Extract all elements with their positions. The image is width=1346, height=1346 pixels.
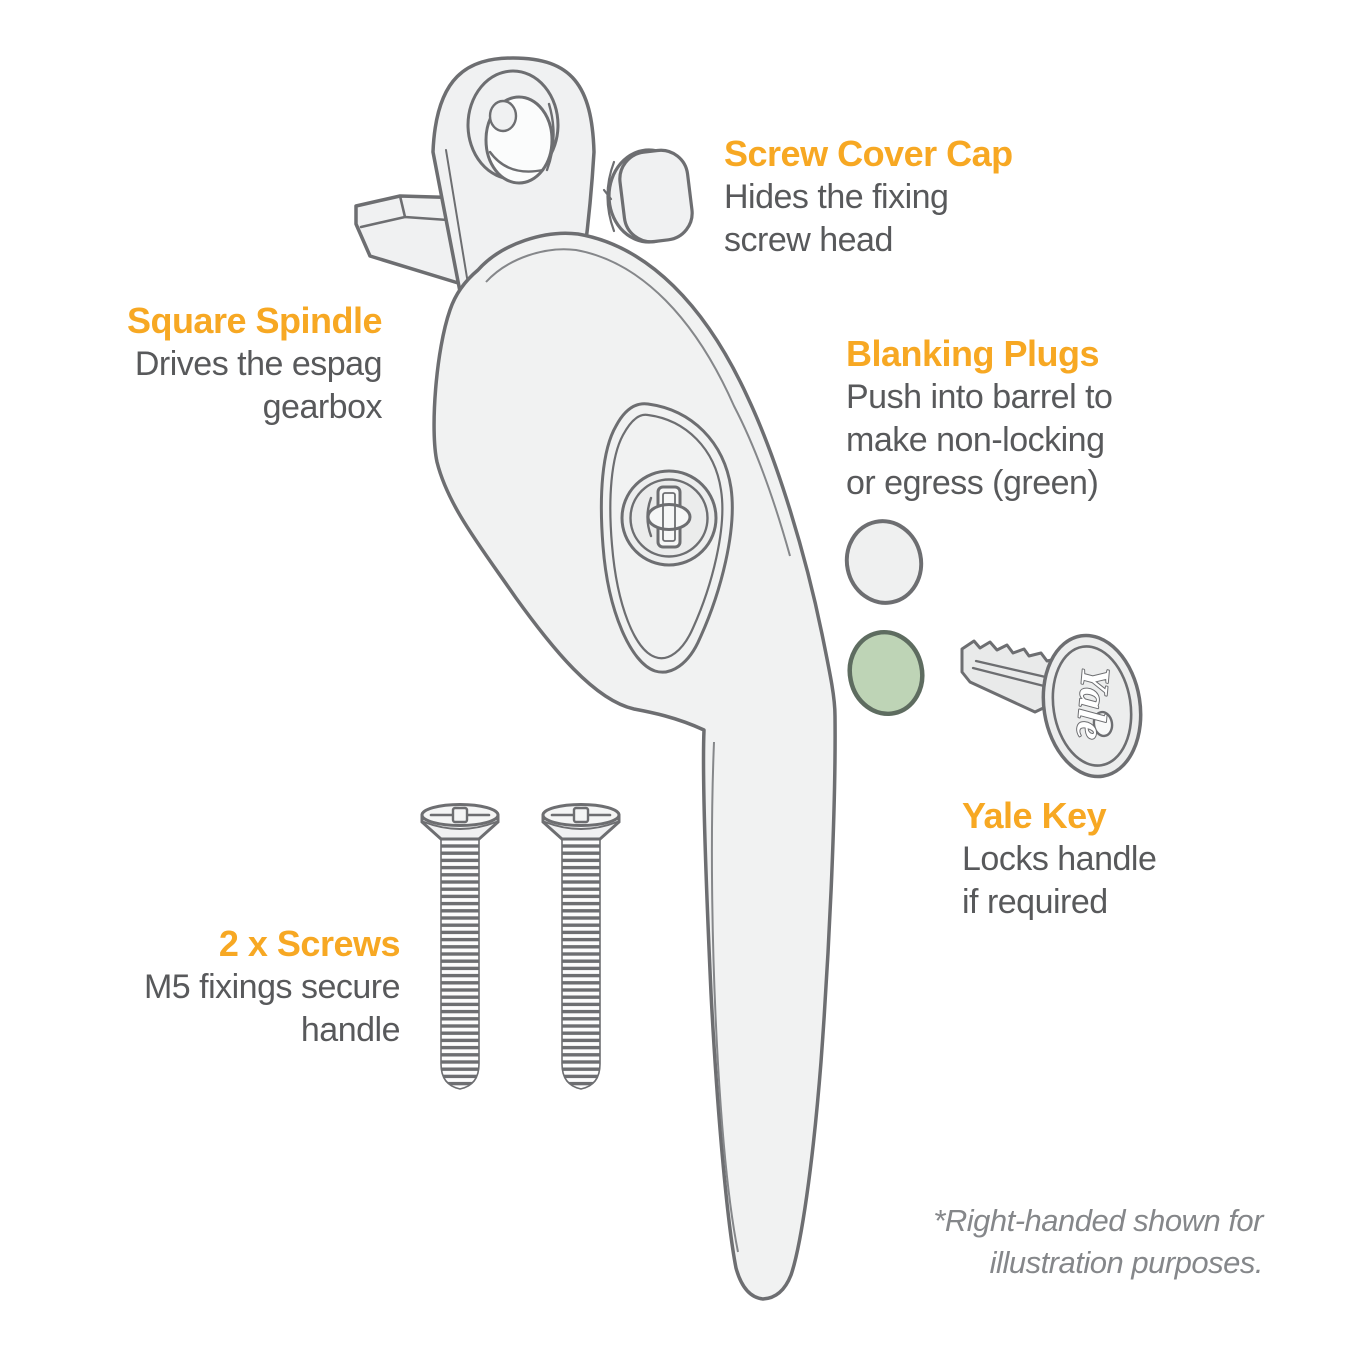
label-blanking-plugs-line: or egress (green) bbox=[846, 464, 1099, 502]
footnote-line: illustration purposes. bbox=[989, 1245, 1264, 1280]
screw-illustration-2 bbox=[541, 803, 621, 1090]
label-screw-cover-cap: Screw Cover Cap Hides the fixing screw h… bbox=[724, 131, 1013, 262]
handle-body bbox=[432, 231, 837, 1301]
footnote-line: *Right-handed shown for bbox=[933, 1203, 1263, 1238]
footnote: *Right-handed shown for illustration pur… bbox=[843, 1200, 1263, 1284]
screw-cover-cap-illustration bbox=[602, 148, 694, 244]
label-screw-cover-cap-line: screw head bbox=[724, 221, 893, 259]
label-screws: 2 x Screws M5 fixings secure handle bbox=[70, 921, 401, 1052]
keyhole-escutcheon bbox=[599, 402, 734, 674]
label-screw-cover-cap-title: Screw Cover Cap bbox=[724, 133, 1013, 174]
key-bow bbox=[1041, 633, 1143, 779]
label-yale-key-title: Yale Key bbox=[962, 795, 1107, 836]
label-yale-key: Yale Key Locks handle if required bbox=[962, 793, 1157, 924]
key-brand-text: Yale bbox=[1068, 665, 1119, 742]
label-screws-title: 2 x Screws bbox=[218, 923, 401, 964]
label-square-spindle-title: Square Spindle bbox=[126, 300, 383, 341]
yale-key-illustration: Yale bbox=[960, 633, 1143, 779]
label-blanking-plugs-line: Push into barrel to bbox=[846, 378, 1113, 416]
label-blanking-plugs-title: Blanking Plugs bbox=[846, 333, 1100, 374]
blanking-plug-green bbox=[847, 629, 925, 717]
label-screws-line: M5 fixings secure bbox=[143, 968, 401, 1006]
label-yale-key-line: if required bbox=[962, 883, 1108, 921]
blanking-plug-white bbox=[844, 519, 924, 605]
label-square-spindle-line: Drives the espag bbox=[134, 345, 383, 383]
label-square-spindle-line: gearbox bbox=[262, 388, 383, 426]
label-yale-key-line: Locks handle bbox=[962, 840, 1157, 878]
label-screw-cover-cap-line: Hides the fixing bbox=[724, 178, 949, 216]
label-screws-line: handle bbox=[300, 1011, 401, 1049]
screw-illustration-1 bbox=[420, 803, 500, 1090]
label-square-spindle: Square Spindle Drives the espag gearbox bbox=[52, 298, 383, 429]
label-blanking-plugs-line: make non-locking bbox=[846, 421, 1105, 459]
label-blanking-plugs: Blanking Plugs Push into barrel to make … bbox=[846, 331, 1113, 505]
